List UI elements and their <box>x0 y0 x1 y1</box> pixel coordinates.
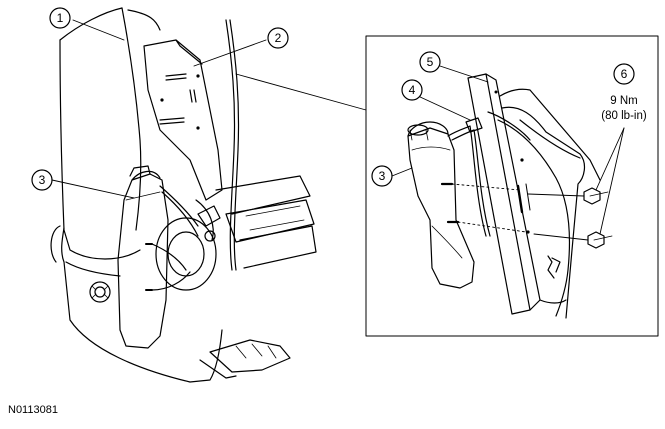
reservoir-left <box>117 173 169 349</box>
seat-back-shell-outer <box>121 7 142 231</box>
callout-4: 4 <box>401 79 423 101</box>
callout-2-label: 2 <box>275 31 282 45</box>
callout-2: 2 <box>267 27 289 49</box>
callout-3-left-label: 3 <box>39 173 46 187</box>
figure-id: N0113081 <box>8 404 58 416</box>
callout-3-right-label: 3 <box>379 169 386 183</box>
detail-reservoir <box>407 127 475 289</box>
detail-hose-fitting <box>465 117 483 133</box>
wiring-harness <box>225 19 236 271</box>
seat-cushion <box>61 227 223 383</box>
seat-adjust-knob <box>89 281 111 303</box>
detail-cable <box>497 119 571 317</box>
leader-lines-right <box>391 65 625 235</box>
seat-back-shell <box>59 39 141 260</box>
detail-reservoir-view <box>407 73 613 319</box>
detail-nut-upper <box>583 187 609 205</box>
callout-1-label: 1 <box>57 11 64 25</box>
seat-base-bracket <box>209 339 291 373</box>
detail-box <box>365 35 659 337</box>
detail-frame-contour <box>499 88 601 181</box>
detail-nut-lower <box>587 231 613 249</box>
seat-back-top-edge <box>59 7 123 41</box>
detail-hose <box>447 125 487 237</box>
torque-spec-imperial: (80 lb-in) <box>601 110 647 122</box>
callout-4-label: 4 <box>409 83 416 97</box>
callout-6: 6 <box>613 63 635 85</box>
torque-spec-metric: 9 Nm <box>610 95 637 107</box>
leader-lines-left <box>51 19 367 199</box>
callout-1: 1 <box>49 7 71 29</box>
callout-3-right: 3 <box>371 165 393 187</box>
seat-assembly-overview <box>50 7 317 383</box>
recliner-mechanism <box>155 217 217 291</box>
seat-frame-rail <box>215 175 311 215</box>
callout-6-label: 6 <box>621 67 628 81</box>
callout-3-left: 3 <box>31 169 53 191</box>
callout-5: 5 <box>419 51 441 73</box>
seat-side-bracket <box>143 39 223 201</box>
callout-5-label: 5 <box>427 55 434 69</box>
